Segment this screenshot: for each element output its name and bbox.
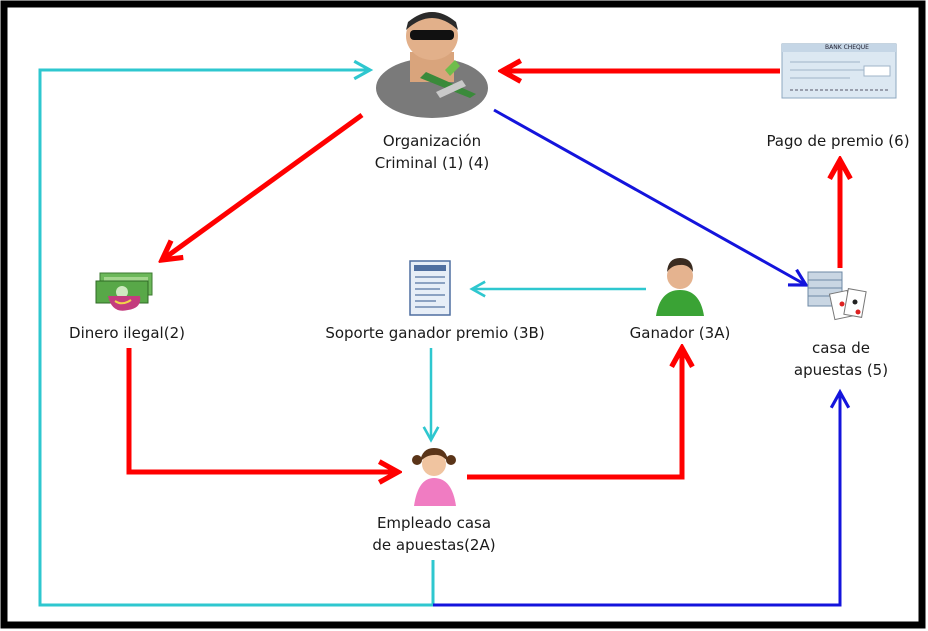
- dinero-label: Dinero ilegal(2): [52, 322, 202, 344]
- empleado-label-line2: de apuestas(2A): [372, 536, 496, 554]
- ganador-label: Ganador (3A): [612, 322, 748, 344]
- dinero-label-text: Dinero ilegal(2): [69, 324, 185, 342]
- girl-user-icon: [412, 448, 456, 506]
- ganador-label-text: Ganador (3A): [629, 324, 731, 342]
- organizacion-label-line1: Organización: [382, 132, 482, 150]
- empleado-label: Empleado casa de apuestas(2A): [356, 512, 512, 556]
- organizacion-label-line2: Criminal (1) (4): [374, 154, 490, 172]
- money-bills-icon: [95, 272, 153, 311]
- connector-dinero-to-empleado: [126, 348, 398, 472]
- casa-label-line2: apuestas (5): [793, 361, 889, 379]
- pago-label-text: Pago de premio (6): [766, 132, 910, 150]
- cheque-header: BANK CHEQUE: [825, 44, 869, 51]
- connector-empleado-to-ganador: [467, 348, 682, 480]
- pago-label: Pago de premio (6): [750, 130, 926, 152]
- empleado-label-line1: Empleado casa: [376, 514, 492, 532]
- document-icon: [409, 260, 451, 316]
- casa-label-line1: casa de: [812, 339, 870, 357]
- soporte-label: Soporte ganador premio (3B): [300, 322, 570, 344]
- man-user-icon: [656, 258, 704, 316]
- connector-empleado-to-casa: [433, 388, 851, 607]
- casino-cards-icon: [807, 271, 867, 321]
- casa-label: casa de apuestas (5): [786, 337, 896, 381]
- bank-cheque-icon: [781, 43, 897, 99]
- criminal-person-icon: [376, 12, 488, 118]
- soporte-label-text: Soporte ganador premio (3B): [325, 324, 545, 342]
- connector-organizacion-to-dinero: [162, 112, 364, 260]
- connector-empleado-to-organizacion: [38, 59, 435, 607]
- organizacion-label: Organización Criminal (1) (4): [357, 130, 507, 174]
- connector-organizacion-to-casa: [493, 108, 809, 287]
